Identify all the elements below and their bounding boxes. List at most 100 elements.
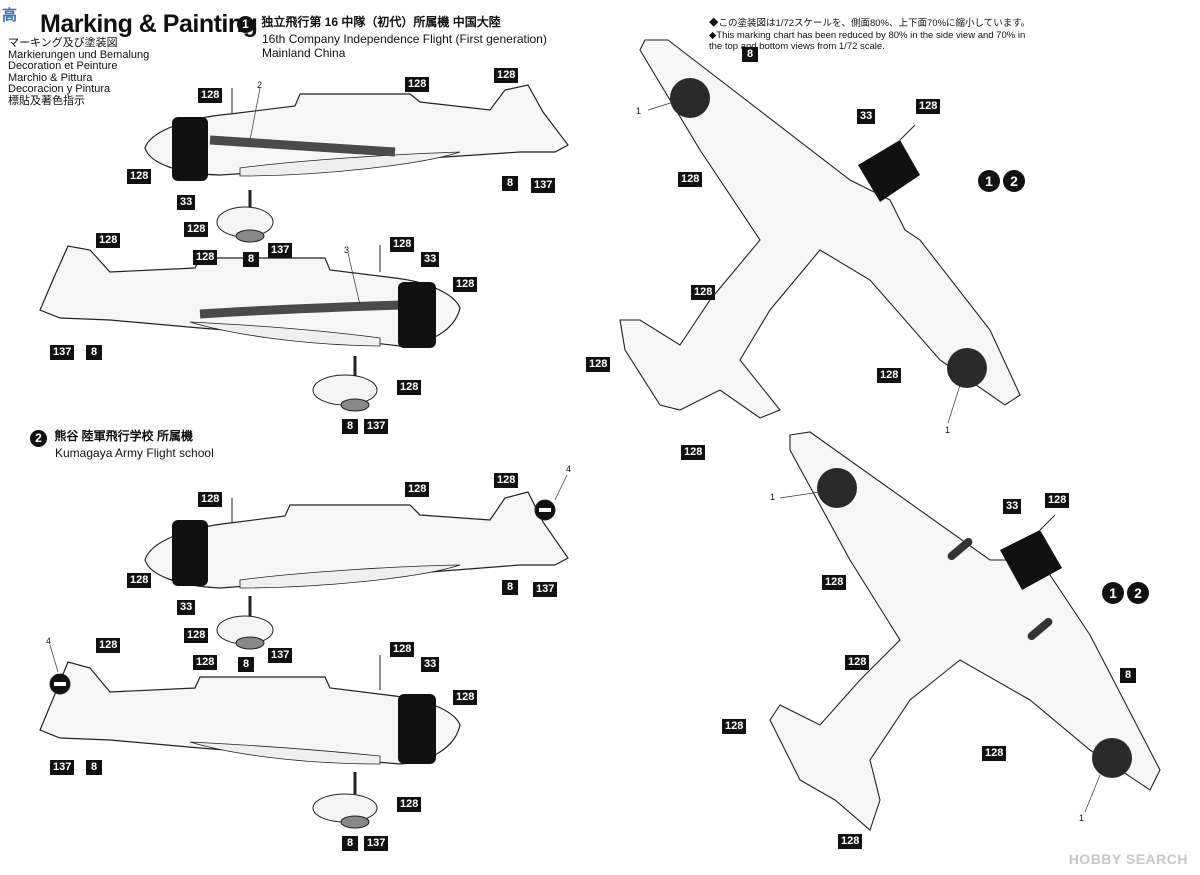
leader-1: 1 [945, 425, 951, 435]
callout-128: 128 [822, 575, 847, 590]
callout-128: 128 [390, 237, 415, 252]
lang-es: Decoracion y Pintura [8, 83, 111, 95]
leader-2: 2 [257, 80, 263, 90]
callout-8: 8 [342, 836, 358, 851]
hinomaru-bottom-left [817, 468, 857, 508]
callout-128: 128 [681, 445, 706, 460]
callout-128: 128 [193, 250, 218, 265]
lang-it: Marchio & Pittura [8, 71, 93, 84]
callout-128: 128 [405, 77, 430, 92]
leader-4: 4 [566, 464, 572, 474]
callout-8: 8 [238, 657, 254, 672]
badge-2: 2 [1127, 582, 1149, 604]
cowling-black-2b [398, 694, 436, 764]
scale-note-en-1: ◆This marking chart has been reduced by … [709, 29, 1026, 41]
callout-128: 128 [586, 357, 611, 372]
callout-8: 8 [243, 252, 259, 267]
callout-8: 8 [502, 176, 518, 191]
badge-2: 2 [1003, 170, 1025, 192]
scheme-1-en-location: Mainland China [262, 45, 346, 60]
scheme-badge-top: 1 2 [978, 170, 1025, 192]
callout-137: 137 [364, 836, 389, 851]
callout-33: 33 [857, 109, 876, 124]
scheme-1-en: 16th Company Independence Flight (First … [262, 32, 547, 46]
callout-128: 128 [198, 88, 223, 103]
cowling-black-2a [172, 520, 208, 586]
scheme-1-number: 1 [237, 16, 254, 33]
cowling-top [858, 140, 920, 202]
lang-zh: 標貼及著色指示 [8, 94, 85, 107]
callout-128: 128 [877, 368, 902, 383]
leader-1: 1 [1079, 813, 1085, 823]
callout-137: 137 [364, 419, 389, 434]
leader-3: 3 [344, 245, 350, 255]
callout-128: 128 [845, 655, 870, 670]
callout-33: 33 [421, 657, 440, 672]
scheme-2-number: 2 [30, 430, 47, 447]
callout-137: 137 [531, 178, 556, 193]
scheme-1-jp: 独立飛行第 16 中隊（初代）所属機 中国大陸 [261, 15, 501, 29]
scheme-badge-bottom: 1 2 [1102, 582, 1149, 604]
callout-128: 128 [127, 169, 152, 184]
callout-33: 33 [177, 600, 196, 615]
scheme-1-heading: 1 独立飛行第 16 中隊（初代）所属機 中国大陸 16th Company I… [237, 15, 547, 60]
callout-137: 137 [268, 243, 293, 258]
callout-8: 8 [342, 419, 358, 434]
callout-128: 128 [193, 655, 218, 670]
callout-33: 33 [421, 252, 440, 267]
callout-128: 128 [453, 690, 478, 705]
callout-128: 128 [722, 719, 747, 734]
callout-8: 8 [86, 760, 102, 775]
callout-128: 128 [494, 68, 519, 83]
cowling-black-1b [398, 282, 436, 348]
callout-128: 128 [127, 573, 152, 588]
callout-8: 8 [502, 580, 518, 595]
callout-128: 128 [838, 834, 863, 849]
callout-128: 128 [916, 99, 941, 114]
scale-note-en-2: the top and bottom views from 1/72 scale… [709, 41, 885, 52]
callout-137: 137 [50, 345, 75, 360]
scheme-2-en: Kumagaya Army Flight school [55, 446, 214, 460]
scale-note: ◆この塗装図は1/72スケールを、側面80%、上下面70%に縮小しています。 ◆… [709, 18, 1031, 53]
callout-137: 137 [533, 582, 558, 597]
callout-128: 128 [1045, 493, 1070, 508]
callout-137: 137 [50, 760, 75, 775]
top-view-plane [619, 39, 1021, 419]
callout-128: 128 [397, 797, 422, 812]
hinomaru-top-right [947, 348, 987, 388]
callout-128: 128 [96, 233, 121, 248]
callout-33: 33 [177, 195, 196, 210]
page-title: Marking & Painting [40, 10, 258, 38]
lang-de: Markierungen und Bemalung [8, 48, 150, 61]
leader-1: 1 [636, 106, 642, 116]
hobby-search-watermark: HOBBY SEARCH [1068, 851, 1188, 867]
callout-8: 8 [742, 47, 758, 62]
callout-128: 128 [405, 482, 430, 497]
callout-137: 137 [268, 648, 293, 663]
badge-1: 1 [1102, 582, 1124, 604]
callout-128: 128 [96, 638, 121, 653]
callout-128: 128 [184, 222, 209, 237]
callout-128: 128 [184, 628, 209, 643]
callout-128: 128 [678, 172, 703, 187]
callout-128: 128 [397, 380, 422, 395]
hinomaru-bottom-right [1092, 738, 1132, 778]
callout-128: 128 [691, 285, 716, 300]
callout-8: 8 [86, 345, 102, 360]
bottom-view-plane [769, 431, 1161, 831]
callout-128: 128 [982, 746, 1007, 761]
callout-128: 128 [390, 642, 415, 657]
callout-33: 33 [1003, 499, 1022, 514]
callout-128: 128 [198, 492, 223, 507]
callout-8: 8 [1120, 668, 1136, 683]
language-list: マーキング及び塗装図 Markierungen und Bemalung Dec… [8, 37, 150, 107]
lang-fr: Decoration et Peinture [8, 60, 118, 72]
scheme-2-heading: 2 熊谷 陸軍飛行学校 所属機 Kumagaya Army Flight sch… [30, 429, 214, 461]
corner-watermark: 高 [2, 7, 18, 24]
callout-128: 128 [453, 277, 478, 292]
badge-1: 1 [978, 170, 1000, 192]
scale-note-jp: ◆この塗装図は1/72スケールを、側面80%、上下面70%に縮小しています。 [709, 18, 1031, 29]
leader-1: 1 [770, 492, 776, 502]
scheme-2-jp: 熊谷 陸軍飛行学校 所属機 [54, 429, 194, 443]
